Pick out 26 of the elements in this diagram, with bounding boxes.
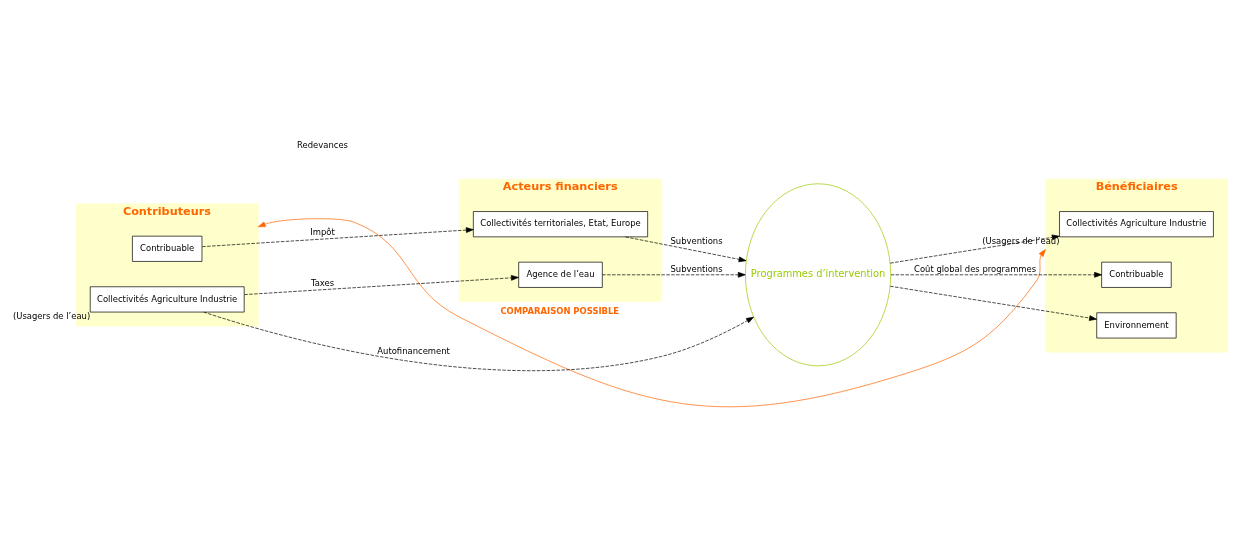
arrow bbox=[257, 217, 1046, 407]
arrow bbox=[203, 311, 754, 371]
arrow bbox=[889, 234, 1060, 264]
edge-label: Impôt bbox=[310, 226, 335, 237]
node-box: Collectivités territoriales, Etat, Europe bbox=[472, 210, 648, 237]
edge-label: COMPARAISON POSSIBLE bbox=[500, 305, 620, 316]
edge-label: Coût global des programmes bbox=[914, 263, 1037, 274]
edge-label: Autofinancement bbox=[377, 345, 450, 356]
edge-label: Taxes bbox=[310, 277, 335, 288]
edge-label: Subventions bbox=[670, 263, 723, 274]
label: Redevances bbox=[297, 139, 348, 150]
arrow bbox=[890, 271, 1102, 278]
arrow bbox=[625, 236, 747, 262]
node-label: (Usagers de l’eau) bbox=[982, 235, 1060, 246]
node-box: Collectivités Agriculture Industrie bbox=[1059, 210, 1214, 237]
node-box: Collectivités Agriculture Industrie bbox=[89, 285, 245, 312]
arrow bbox=[889, 285, 1097, 321]
node-box: Contribuable bbox=[132, 235, 203, 262]
node-box: Contribuable bbox=[1101, 261, 1172, 288]
node-box: Agence de l’eau bbox=[518, 261, 603, 288]
edge-label: Subventions bbox=[670, 235, 723, 246]
node-box: Environnement bbox=[1096, 311, 1177, 338]
arrow bbox=[202, 226, 474, 247]
arrow bbox=[602, 271, 746, 278]
node-label: (Usagers de l’eau) bbox=[12, 310, 91, 321]
arrow bbox=[244, 274, 519, 295]
